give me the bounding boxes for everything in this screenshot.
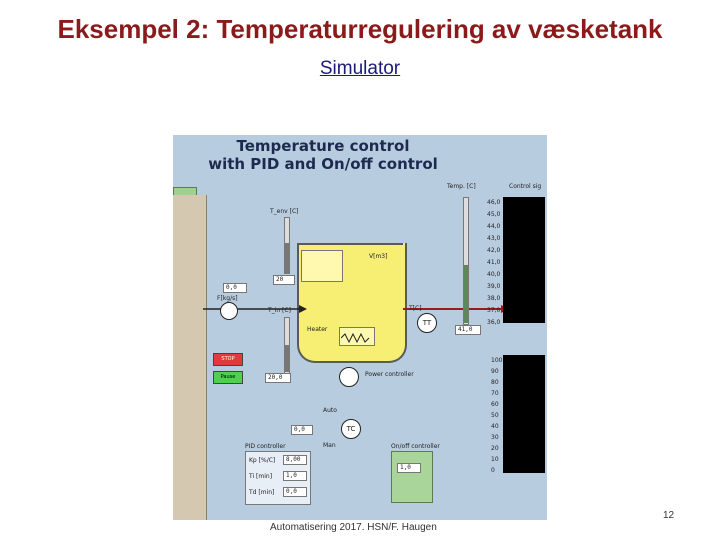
- temp-tick: 41,0: [487, 259, 501, 266]
- simulator-link[interactable]: Simulator: [319, 58, 401, 79]
- pid-controller-label: PID controller: [245, 443, 286, 450]
- ti-label: Ti [min]: [249, 473, 273, 480]
- temp-tick: 42,0: [487, 247, 501, 254]
- control-tick: 50: [491, 412, 499, 419]
- control-tick: 80: [491, 379, 499, 386]
- temperature-chart: [503, 197, 545, 323]
- ti-field[interactable]: 1,0: [283, 471, 307, 481]
- pause-button[interactable]: Pause: [213, 371, 243, 384]
- setpoint-slider-fill: [464, 265, 468, 323]
- heater-label: Heater: [307, 326, 328, 333]
- temp-tick: 45,0: [487, 211, 501, 218]
- temp-tick: 37,0: [487, 307, 501, 314]
- temperature-transmitter-icon: TT: [417, 313, 437, 333]
- control-tick: 40: [491, 423, 499, 430]
- control-tick: 30: [491, 434, 499, 441]
- control-signal-chart: [503, 355, 545, 473]
- panel-title-line2: with PID and On/off control: [208, 155, 438, 173]
- simulator-screenshot: Temperature control with PID and On/off …: [173, 135, 547, 520]
- control-tick: 70: [491, 390, 499, 397]
- td-field[interactable]: 0,0: [283, 487, 307, 497]
- temp-tick: 36,0: [487, 319, 501, 326]
- temp-tick: 40,0: [487, 271, 501, 278]
- page-number: 12: [663, 510, 675, 521]
- panel-title-line1: Temperature control: [236, 137, 410, 155]
- pump-icon: [220, 302, 238, 320]
- onoff-setpoint-value[interactable]: 1,0: [397, 463, 421, 473]
- control-tick: 60: [491, 401, 499, 408]
- heater-coil-icon: [341, 333, 370, 343]
- env-temp-label: T_env [C]: [270, 208, 299, 215]
- td-label: Td [min]: [249, 489, 275, 496]
- auto-setpoint-value[interactable]: 0,0: [291, 425, 313, 435]
- kp-field[interactable]: 8,00: [283, 455, 307, 465]
- temp-tick: 44,0: [487, 223, 501, 230]
- temp-tick: 39,0: [487, 283, 501, 290]
- auto-label: Auto: [323, 407, 337, 414]
- left-strip: [173, 195, 207, 520]
- env-temp-slider-fill: [285, 243, 289, 273]
- manual-signal-value[interactable]: 20,0: [265, 373, 291, 383]
- inlet-temp-slider-fill: [285, 345, 289, 372]
- tank-volume-label: V[m3]: [369, 253, 388, 260]
- setpoint-slider[interactable]: [463, 197, 469, 325]
- tank-top: [297, 231, 403, 245]
- slide-footer: Automatisering 2017. HSN/F. Haugen: [270, 522, 437, 533]
- onoff-controller-panel: [391, 451, 433, 503]
- control-tick: 0: [491, 467, 495, 474]
- stop-button[interactable]: STOP: [213, 353, 243, 366]
- control-sig-label: Control sig: [509, 183, 542, 190]
- control-tick: 20: [491, 445, 499, 452]
- kp-label: Kp [%/C]: [249, 457, 276, 464]
- temp-chart-label: Temp. [C]: [447, 183, 476, 190]
- power-controller-icon: [339, 367, 359, 387]
- flow-value[interactable]: 0,0: [223, 283, 247, 293]
- temp-sensor-label: T[C]: [409, 305, 422, 312]
- tank-param-box: [301, 250, 343, 282]
- power-controller-label: Power controller: [365, 371, 414, 378]
- control-tick: 10: [491, 456, 499, 463]
- control-tick: 100: [491, 357, 503, 364]
- inlet-temp-label: T_in [C]: [268, 307, 291, 314]
- temperature-controller-icon: TC: [341, 419, 361, 439]
- temp-tick: 46,0: [487, 199, 501, 206]
- flow-label: F[kg/s]: [217, 295, 238, 302]
- slide-title: Eksempel 2: Temperaturregulering av væsk…: [57, 14, 663, 44]
- man-label: Man: [323, 442, 336, 449]
- control-tick: 90: [491, 368, 499, 375]
- temp-value[interactable]: 41,0: [455, 325, 481, 335]
- onoff-controller-label: On/off controller: [391, 443, 440, 450]
- env-temp-value[interactable]: 20: [273, 275, 295, 285]
- temp-tick: 38,0: [487, 295, 501, 302]
- temp-tick: 43,0: [487, 235, 501, 242]
